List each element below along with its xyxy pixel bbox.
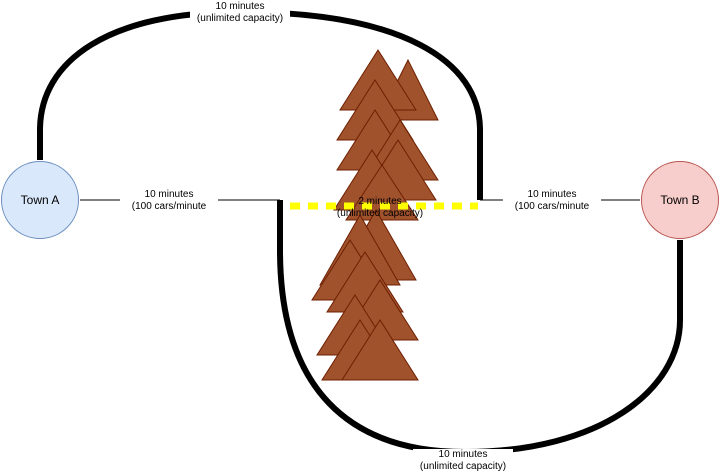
road-top-label: 10 minutes (unlimited capacity)	[190, 1, 290, 25]
road-left-time: 10 minutes	[144, 189, 194, 200]
road-top-time: 10 minutes	[215, 1, 265, 12]
road-shortcut-time: 2 minutes	[358, 196, 402, 207]
road-right-label: 10 minutes (100 cars/minute	[503, 189, 601, 213]
road-right-capacity: (100 cars/minute	[514, 201, 590, 212]
town-b: Town B	[641, 161, 719, 239]
tree-icon	[341, 319, 419, 381]
town-b-label: Town B	[660, 193, 700, 207]
forest	[311, 49, 439, 381]
road-left-capacity: (100 cars/minute	[131, 201, 207, 212]
town-a-label: Town A	[20, 193, 60, 207]
road-right-time: 10 minutes	[527, 189, 577, 200]
road-left-label: 10 minutes (100 cars/minute	[120, 189, 218, 213]
road-bottom-capacity: (unlimited capacity)	[419, 461, 507, 472]
road-top-capacity: (unlimited capacity)	[196, 13, 284, 24]
road-shortcut-label: 2 minutes (unlimited capacity)	[330, 196, 430, 220]
town-a: Town A	[1, 161, 79, 239]
road-bottom-label: 10 minutes (unlimited capacity)	[413, 449, 513, 473]
road-bottom-time: 10 minutes	[438, 449, 488, 460]
road-shortcut-capacity: (unlimited capacity)	[336, 208, 424, 219]
